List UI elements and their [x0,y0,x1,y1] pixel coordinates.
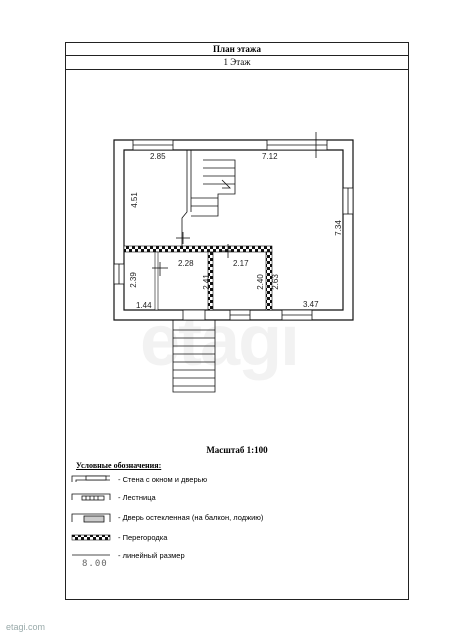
dimension-labels: 2.85 7.12 4.51 7.34 2.28 2.17 2.39 2.41 … [129,152,343,310]
interior-staircase [181,150,236,246]
dim-3-47: 3.47 [303,300,319,309]
dim-1-44: 1.44 [136,301,152,310]
legend-stairs-label: - Лестница [118,493,156,502]
legend-partition-label: - Перегородка [118,533,168,542]
legend-title: Условные обозначения: [76,461,162,470]
plan-title: План этажа [66,43,408,56]
legend-wall-label: - Стена с окном и дверью [118,475,208,484]
dim-7-34: 7.34 [334,220,343,236]
legend-wall-icon [71,475,110,482]
legend-glass-door-icon [71,513,111,523]
dim-2-63: 2.63 [271,274,280,290]
legend-stairs-icon [71,493,111,501]
plan-sheet: План этажа 1 Этаж Масштаб 1:100 Условные… [65,42,409,600]
watermark: etagi [140,301,300,381]
dim-2-28: 2.28 [178,259,194,268]
legend-dimension-sample: 8.00 [82,559,108,569]
dim-7-12: 7.12 [262,152,278,161]
legend-dimension-label: - линейный размер [118,551,185,560]
windows [113,139,354,321]
legend-glass-door-label: - Дверь остекленная (на балкон, лоджию) [118,513,264,522]
entrance-stairs [172,309,216,393]
legend-partition-icon [71,534,111,541]
floor-label: 1 Этаж [66,55,408,70]
dim-2-40: 2.40 [256,274,265,290]
outer-walls [113,139,354,321]
legend-symbols [71,475,111,556]
brand-label: etagi.com [6,622,46,632]
dim-4-51: 4.51 [130,192,139,208]
door-marks [152,132,317,276]
dim-2-85: 2.85 [150,152,166,161]
partitions [123,245,273,311]
dim-2-39: 2.39 [129,272,138,288]
dim-2-17: 2.17 [233,259,249,268]
dim-2-41: 2.41 [202,274,211,290]
scale-label: Масштаб 1:100 [206,445,268,455]
